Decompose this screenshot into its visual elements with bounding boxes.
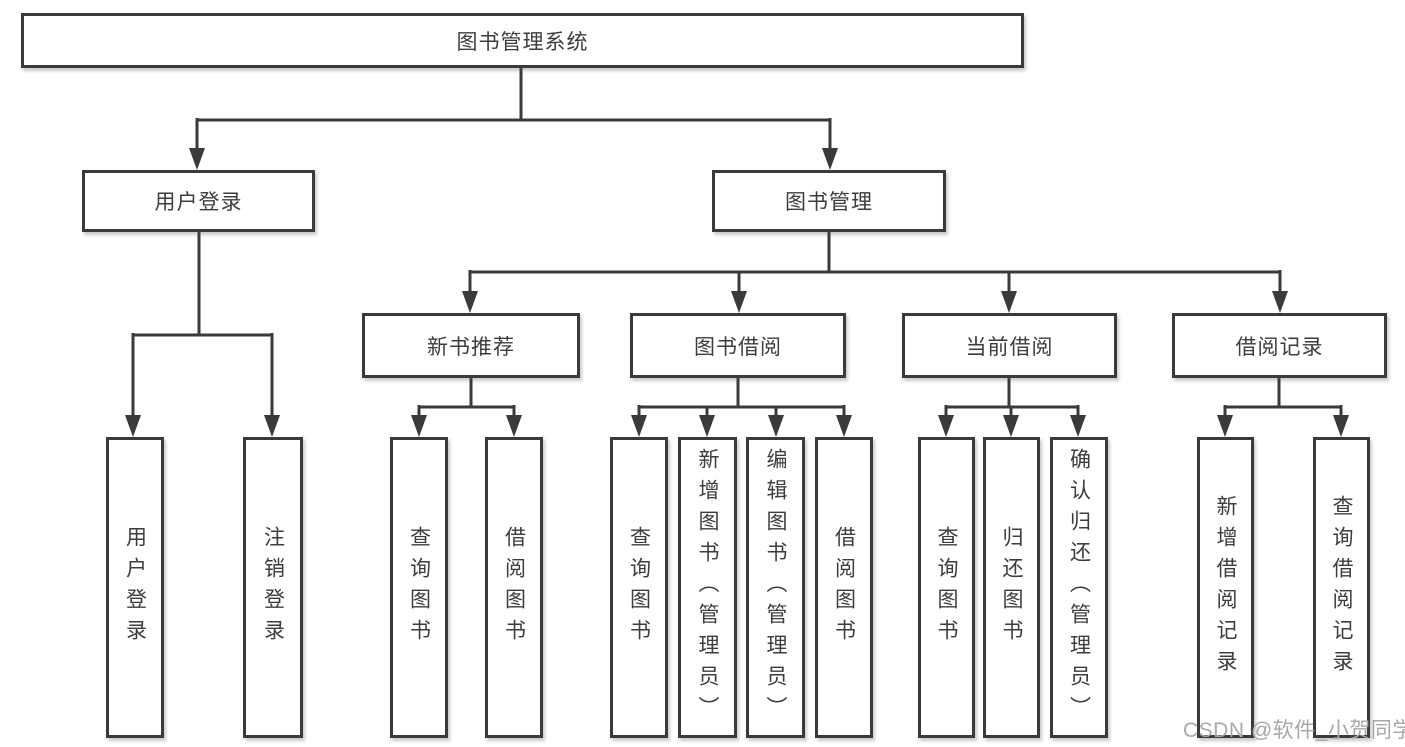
- arrowhead: [189, 148, 205, 170]
- watermark: CSDN @软件_小贺同学: [1183, 719, 1405, 742]
- node-label: 编辑图书（管理员）: [764, 448, 787, 727]
- leaf-user-login: 用户登录: [106, 437, 164, 738]
- arrowhead: [264, 415, 280, 437]
- node-label: 图书管理: [785, 191, 873, 214]
- arrowhead: [1001, 291, 1017, 313]
- leaf-edit-books-admin: 编辑图书（管理员）: [746, 437, 805, 738]
- leaf-add-borrow-record: 新增借阅记录: [1197, 437, 1254, 738]
- arrowhead: [768, 415, 784, 437]
- arrowhead: [411, 415, 427, 437]
- connector-user-login-to-leaves: [131, 230, 274, 417]
- arrowhead: [938, 415, 954, 437]
- node-label: 注销登录: [261, 525, 285, 650]
- node-label: 归还图书: [1000, 525, 1023, 650]
- node-book-borrowing: 图书借阅: [630, 313, 846, 378]
- node-label: 图书借阅: [694, 335, 782, 359]
- node-label: 查询图书: [627, 525, 651, 650]
- connector-borrow-records-to-leaves: [1223, 376, 1343, 417]
- arrowhead: [836, 415, 852, 437]
- node-label: 新增借阅记录: [1214, 494, 1237, 681]
- arrowhead: [506, 415, 522, 437]
- arrowhead: [731, 291, 747, 313]
- arrowheads: [125, 148, 1349, 437]
- leaf-return-books: 归还图书: [983, 437, 1040, 738]
- connector-book-mgmt-to-level3: [468, 230, 1282, 293]
- leaf-query-borrow-record: 查询借阅记录: [1313, 437, 1370, 738]
- connector-current-borrow-to-leaves: [944, 376, 1080, 417]
- leaf-query-books-recommend: 查询图书: [390, 437, 448, 738]
- arrowhead: [1003, 415, 1019, 437]
- node-label: 图书管理系统: [456, 30, 589, 54]
- connector-new-book-to-leaves: [417, 376, 516, 417]
- node-label: 当前借阅: [965, 335, 1054, 359]
- arrowhead: [125, 415, 141, 437]
- arrowhead: [699, 415, 715, 437]
- arrowhead: [822, 148, 838, 170]
- node-label: 借阅图书: [502, 525, 526, 650]
- node-library-management-system: 图书管理系统: [21, 13, 1024, 68]
- connector-book-borrow-to-leaves: [637, 376, 846, 417]
- node-user-login: 用户登录: [82, 170, 315, 232]
- arrowhead: [462, 291, 478, 313]
- node-label: 新书推荐: [427, 335, 515, 359]
- arrowhead: [631, 415, 647, 437]
- node-label: 新增图书（管理员）: [696, 448, 719, 727]
- leaf-borrow-books: 借阅图书: [815, 437, 873, 738]
- arrowhead: [1217, 415, 1233, 437]
- node-new-book-recommendation: 新书推荐: [362, 313, 580, 378]
- node-borrowing-records: 借阅记录: [1172, 313, 1387, 378]
- arrowhead: [1333, 415, 1349, 437]
- connector-root-to-level2: [195, 66, 832, 150]
- node-label: 查询图书: [935, 525, 958, 650]
- node-label: 确认归还（管理员）: [1067, 448, 1091, 727]
- leaf-add-books-admin: 新增图书（管理员）: [678, 437, 737, 738]
- leaf-query-books-current: 查询图书: [918, 437, 975, 738]
- leaf-confirm-return-admin: 确认归还（管理员）: [1050, 437, 1108, 738]
- node-label: 用户登录: [123, 525, 147, 650]
- leaf-query-books-borrow: 查询图书: [610, 437, 668, 738]
- node-label: 借阅记录: [1235, 335, 1324, 359]
- leaf-logout: 注销登录: [243, 437, 303, 738]
- node-label: 查询借阅记录: [1330, 494, 1353, 681]
- node-label: 借阅图书: [832, 525, 856, 650]
- leaf-borrow-books-recommend: 借阅图书: [485, 437, 543, 738]
- arrowhead: [1070, 415, 1086, 437]
- node-book-management: 图书管理: [712, 170, 946, 232]
- arrowhead: [1272, 291, 1288, 313]
- node-label: 用户登录: [154, 191, 243, 214]
- node-label: 查询图书: [407, 525, 431, 650]
- node-current-borrowing: 当前借阅: [902, 313, 1117, 378]
